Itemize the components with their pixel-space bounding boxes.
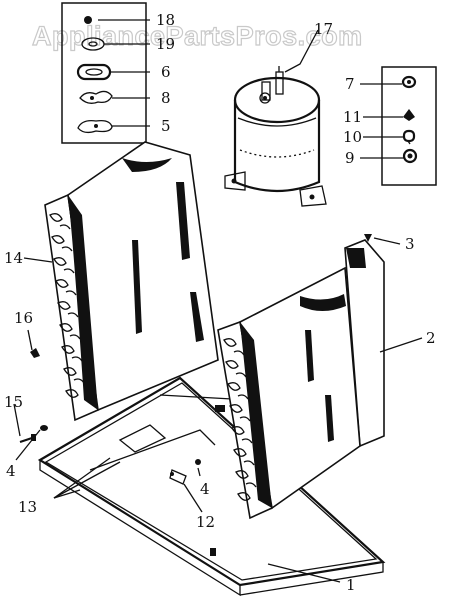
callout-8: 8 [161,89,171,107]
callout-9: 9 [345,149,355,167]
screw-3-top [364,234,372,242]
callout-18: 18 [156,11,175,29]
callout-5: 5 [161,117,171,135]
coil-assembly-14 [44,141,219,422]
callout-13: 13 [18,498,37,516]
callout-17: 17 [314,20,333,38]
compressor [224,29,327,207]
callout-16: 16 [14,309,33,327]
nut-4-left [40,425,48,431]
callout-4-left: 4 [6,462,16,480]
callout-12: 12 [196,513,215,531]
nut-4-center [195,459,201,465]
callout-19: 19 [156,35,175,53]
callout-15: 15 [4,393,23,411]
small-parts-box-right [360,66,437,186]
callout-labels: 18 19 6 8 5 17 7 11 10 9 14 3 2 16 15 4 … [4,11,436,594]
callout-7: 7 [345,75,355,93]
small-parts-box-left [61,2,150,144]
watermark: AppliancePartsPros.com [32,21,363,51]
leader-lines [13,237,423,583]
callout-11: 11 [343,108,362,126]
screw-16 [30,348,40,358]
callout-1: 1 [346,576,356,594]
callout-3-top: 3 [405,235,415,253]
bolt-12 [169,469,187,485]
callout-4-center: 4 [200,480,210,498]
callout-14: 14 [4,249,23,267]
callout-6: 6 [161,63,171,81]
callout-2: 2 [426,329,436,347]
coil-assembly-2 [217,239,385,520]
callout-10: 10 [343,128,362,146]
